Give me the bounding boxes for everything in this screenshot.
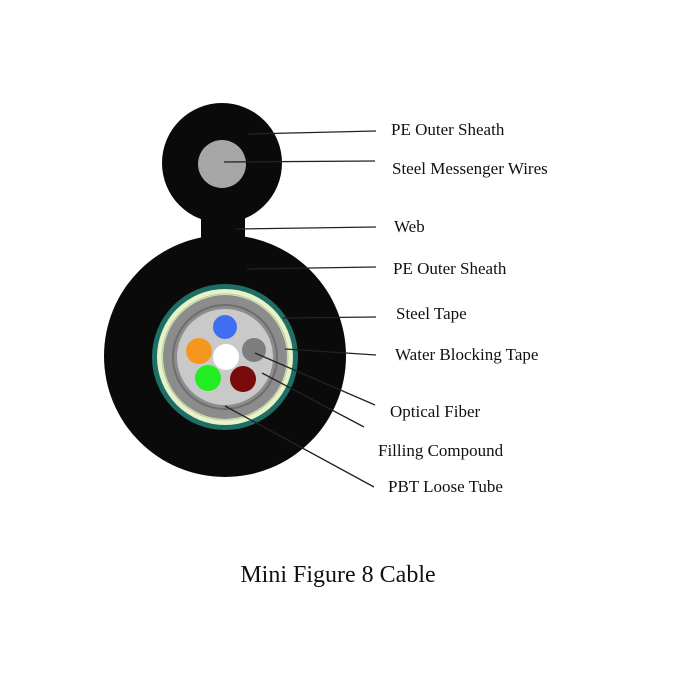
leader-messenger-sheath xyxy=(247,130,377,135)
figure-caption: Mini Figure 8 Cable xyxy=(240,562,436,588)
fiber-orange xyxy=(186,338,212,364)
water-blocking-tape-edge xyxy=(161,293,289,421)
fiber-green xyxy=(195,365,221,391)
leader-water-blocking-tape xyxy=(284,348,377,356)
leader-filling-compound xyxy=(261,372,365,428)
leader-lines xyxy=(223,130,377,488)
leader-web xyxy=(235,226,377,230)
steel-messenger-wire xyxy=(198,140,246,188)
label-cable-sheath: PE Outer Sheath xyxy=(393,259,507,278)
label-steel-tape: Steel Tape xyxy=(396,304,467,323)
label-web: Web xyxy=(394,217,425,236)
label-messenger-sheath: PE Outer Sheath xyxy=(391,120,505,139)
leader-loose-tube xyxy=(224,405,375,488)
label-pbt-loose-tube: PBT Loose Tube xyxy=(388,477,503,496)
leader-steel-tape xyxy=(282,316,377,319)
leader-optical-fiber xyxy=(254,352,376,406)
fiber-gray xyxy=(242,338,266,362)
loose-tube-inner-edge xyxy=(172,304,278,410)
fiber-white xyxy=(213,344,239,370)
fiber-blue xyxy=(213,315,237,339)
leader-cable-sheath xyxy=(246,266,377,270)
label-filling-compound: Filling Compound xyxy=(378,441,504,460)
label-water-blocking-tape: Water Blocking Tape xyxy=(395,345,539,364)
label-steel-messenger-wires: Steel Messenger Wires xyxy=(392,159,548,178)
leader-messenger-wires xyxy=(223,160,376,163)
fiber-brown xyxy=(230,366,256,392)
label-optical-fiber: Optical Fiber xyxy=(390,402,481,421)
